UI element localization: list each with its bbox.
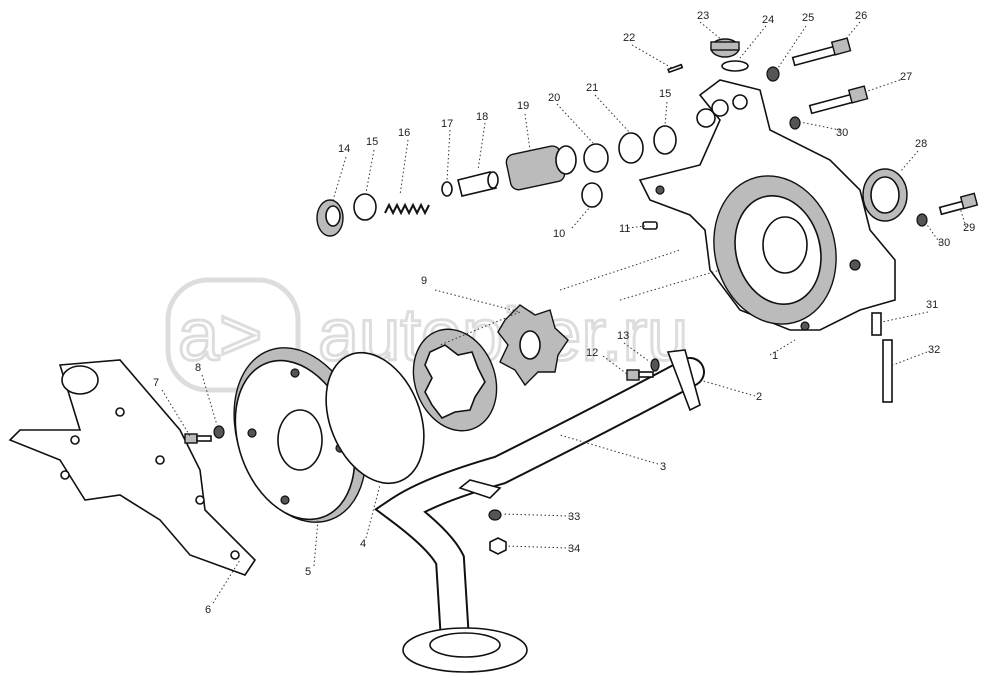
- oil-pickup-pipe: [374, 349, 705, 673]
- seal-28: [862, 168, 908, 222]
- callout-14: 14: [338, 143, 350, 155]
- pin-31: [871, 312, 882, 336]
- washer-25: [766, 66, 780, 82]
- callout-13: 13: [617, 330, 629, 342]
- callout-25: 25: [802, 12, 814, 24]
- callout-26: 26: [855, 10, 867, 22]
- callout-17: 17: [441, 118, 453, 130]
- piston-18: [457, 171, 499, 197]
- callout-19: 19: [517, 100, 529, 112]
- callout-10: 10: [553, 228, 565, 240]
- o-ring-17: [441, 181, 453, 197]
- callout-16: 16: [398, 127, 410, 139]
- callout-31: 31: [926, 299, 938, 311]
- outer-rotor: [412, 328, 498, 432]
- washer-10: [581, 182, 603, 208]
- bolt-12: [626, 369, 654, 381]
- callout-8: 8: [195, 362, 201, 374]
- callout-1: 1: [772, 350, 778, 362]
- washer-13: [650, 358, 660, 372]
- callout-33: 33: [568, 511, 580, 523]
- callout-20: 20: [548, 92, 560, 104]
- leader-lines: [161, 21, 967, 604]
- valve-body-19: [505, 145, 577, 191]
- washer-30b: [916, 213, 928, 227]
- gasket-plate: [8, 359, 257, 576]
- callout-12: 12: [586, 347, 598, 359]
- callout-3: 3: [660, 461, 666, 473]
- callout-11: 11: [619, 223, 630, 235]
- callout-4: 4: [360, 538, 366, 550]
- callout-32: 32: [928, 344, 940, 356]
- watermark-logo-a: a>: [178, 293, 262, 376]
- pin-32: [882, 339, 893, 403]
- callout-30a: 30: [836, 127, 848, 139]
- seal-ring-15: [353, 193, 377, 221]
- spring-16: [384, 202, 430, 216]
- callout-15a: 15: [659, 88, 671, 100]
- nut-34: [489, 537, 507, 555]
- callout-34: 34: [568, 543, 580, 555]
- callout-5: 5: [305, 566, 311, 578]
- bolt-29: [938, 192, 979, 216]
- seal-24: [721, 60, 749, 72]
- washer-21: [618, 132, 644, 164]
- oil-pump-housing: [638, 79, 896, 331]
- callout-2: 2: [756, 391, 762, 403]
- callout-23: 23: [697, 10, 709, 22]
- callout-6: 6: [205, 604, 211, 616]
- callout-22: 22: [623, 32, 635, 44]
- callout-9: 9: [421, 275, 427, 287]
- washer-8: [213, 425, 225, 439]
- callout-27: 27: [900, 71, 912, 83]
- callout-30b: 30: [938, 237, 950, 249]
- valve-plug-14: [316, 199, 344, 237]
- bolt-26: [791, 37, 852, 67]
- callout-28: 28: [915, 138, 927, 150]
- pin-11: [642, 221, 658, 230]
- bolt-7: [184, 433, 212, 444]
- washer-33: [488, 509, 502, 521]
- plug-23: [710, 38, 740, 58]
- washer-15: [653, 125, 677, 155]
- bolt-27: [808, 85, 869, 115]
- callout-7: 7: [153, 377, 159, 389]
- callout-18: 18: [476, 111, 488, 123]
- washer-30a: [789, 116, 801, 130]
- pin-22: [667, 63, 684, 74]
- callout-21: 21: [586, 82, 598, 94]
- washer-20: [583, 143, 609, 173]
- o-ring: [325, 351, 425, 485]
- callout-labels: 23 24 25 26 22 27 21 20 19 15 18 17 16 1…: [153, 10, 975, 616]
- callout-15b: 15: [366, 136, 378, 148]
- callout-24: 24: [762, 14, 774, 26]
- callout-29: 29: [963, 222, 975, 234]
